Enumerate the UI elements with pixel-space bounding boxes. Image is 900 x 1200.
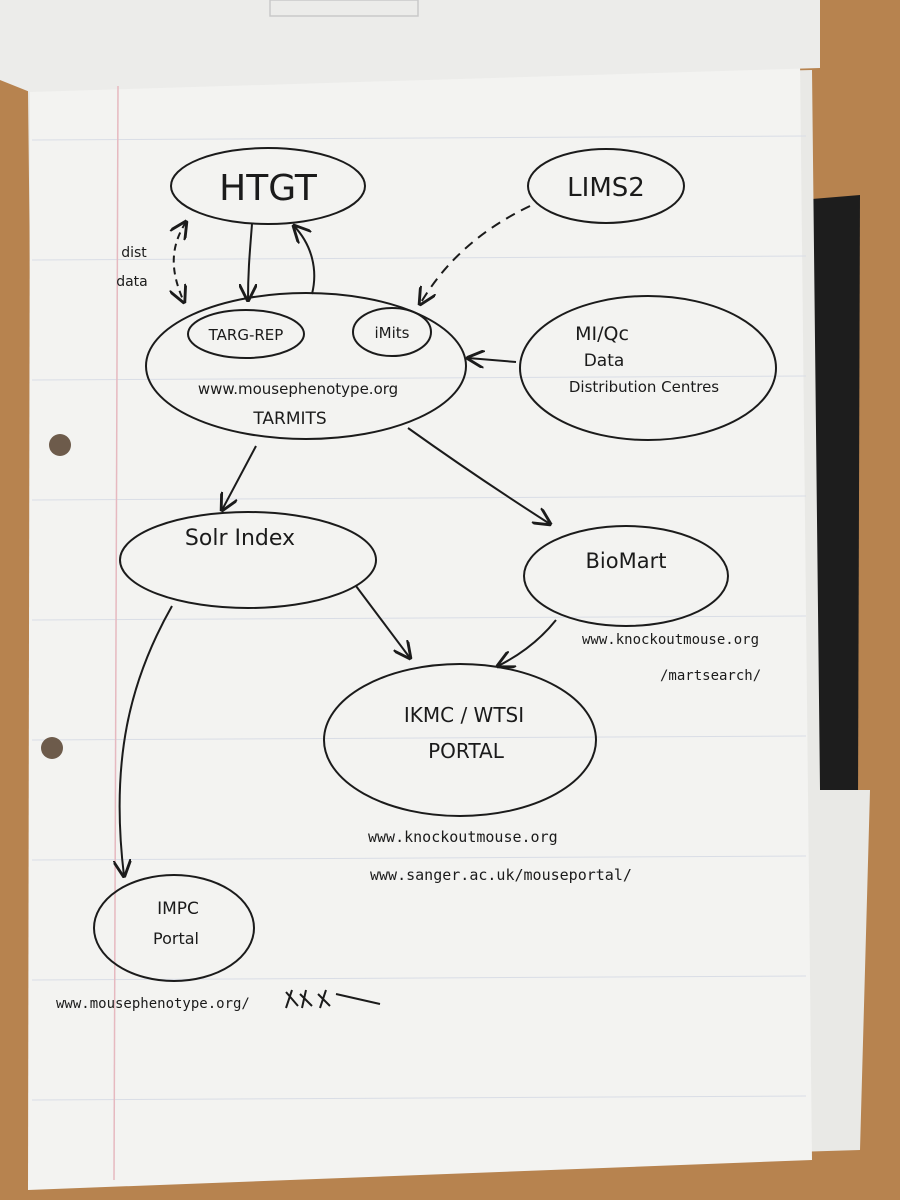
edge-solr-to-ikmc xyxy=(355,585,410,658)
ikmc-url-1: www.knockoutmouse.org xyxy=(368,828,558,846)
node-biomart: BioMart xyxy=(523,525,729,627)
node-tarmits-url: www.mousephenotype.org xyxy=(198,380,398,398)
edge-htgt-to-tarmits xyxy=(248,223,252,300)
edge-mi-qc-to-tarmits xyxy=(468,358,517,362)
node-htgt-shape xyxy=(170,147,366,225)
node-ikmc-portal-shape xyxy=(323,663,597,817)
impc-url-scribble xyxy=(285,989,381,1009)
node-htgt: HTGT xyxy=(170,147,366,225)
edge-solr-to-impc xyxy=(120,605,173,876)
edges xyxy=(120,205,557,876)
ruled-lines xyxy=(31,135,807,1101)
node-solr-index-label: Solr Index xyxy=(185,526,295,551)
node-targ-rep-shape xyxy=(187,309,305,359)
node-biomart-label: BioMart xyxy=(586,549,667,573)
punch-hole-top xyxy=(49,434,71,456)
top-label-box xyxy=(269,0,419,17)
biomart-url-2: /martsearch/ xyxy=(660,668,761,684)
edge-tarmits-to-solr xyxy=(222,445,257,510)
node-mi-qc-shape xyxy=(519,295,777,441)
paper-sheet xyxy=(28,60,812,1190)
impc-url: www.mousephenotype.org/ xyxy=(56,996,250,1012)
edge-lims2-to-tarmits xyxy=(420,205,531,304)
node-htgt-label: HTGT xyxy=(219,168,318,209)
node-imits-shape xyxy=(352,307,432,357)
edge-tarmits-to-biomart xyxy=(407,427,550,524)
node-targ-rep: TARG-REP xyxy=(187,309,305,359)
node-tarmits-label: TARMITS xyxy=(252,409,326,429)
dist-data-annotation-line1: dist xyxy=(121,245,147,261)
edge-biomart-to-ikmc xyxy=(498,619,557,666)
node-ikmc-portal: IKMC / WTSI PORTAL xyxy=(323,663,597,817)
node-mi-qc-line2: Data xyxy=(584,351,625,371)
node-mi-qc: MI/Qc Data Distribution Centres xyxy=(519,295,777,441)
node-impc-portal-line1: IMPC xyxy=(157,899,199,919)
node-solr-index: Solr Index xyxy=(119,511,377,609)
node-mi-qc-line3: Distribution Centres xyxy=(569,378,719,396)
node-ikmc-portal-line2: PORTAL xyxy=(428,739,505,763)
edge-dist-data xyxy=(174,222,186,302)
node-lims2-shape xyxy=(527,148,685,224)
node-tarmits: www.mousephenotype.org TARMITS xyxy=(145,292,467,440)
node-ikmc-portal-line1: IKMC / WTSI xyxy=(404,703,524,727)
node-impc-portal-shape xyxy=(93,874,255,982)
margin-line xyxy=(113,85,119,1181)
node-biomart-shape xyxy=(523,525,729,627)
node-lims2-label: LIMS2 xyxy=(567,173,645,203)
node-targ-rep-label: TARG-REP xyxy=(208,326,284,344)
node-imits-label: iMits xyxy=(375,324,410,342)
folded-page-top xyxy=(0,0,820,92)
node-impc-portal: IMPC Portal xyxy=(93,874,255,982)
node-impc-portal-line2: Portal xyxy=(153,929,199,948)
biomart-url-1: www.knockoutmouse.org xyxy=(582,632,759,648)
dist-data-annotation-line2: data xyxy=(116,274,148,290)
node-imits: iMits xyxy=(352,307,432,357)
punch-hole-bottom xyxy=(41,737,63,759)
node-lims2: LIMS2 xyxy=(527,148,685,224)
node-mi-qc-line1: MI/Qc xyxy=(575,323,629,345)
node-solr-index-shape xyxy=(119,511,377,609)
edge-tarmits-to-htgt xyxy=(294,226,316,295)
ikmc-url-2: www.sanger.ac.uk/mouseportal/ xyxy=(370,866,632,884)
